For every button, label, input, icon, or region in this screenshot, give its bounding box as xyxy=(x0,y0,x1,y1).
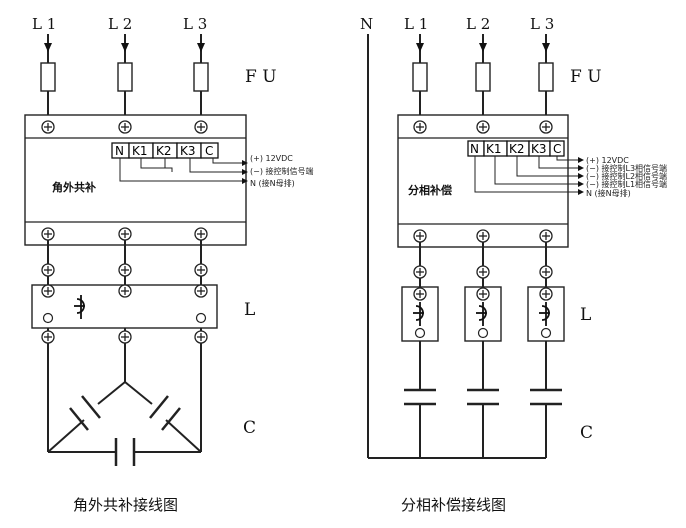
left-unit-screw-bot-3 xyxy=(194,227,208,241)
right-fuse-l2 xyxy=(475,62,491,92)
left-note-n-bus: N (接N母排) xyxy=(250,178,295,188)
left-note-12vdc: (+) 12VDC xyxy=(250,154,293,163)
left-l-screw-top-1 xyxy=(41,263,55,277)
left-l-screw-top-3 xyxy=(194,263,208,277)
left-unit-screw-bot-2 xyxy=(118,227,132,241)
right-phase-l2-label: L 2 xyxy=(466,15,490,33)
right-unit-box xyxy=(397,114,569,248)
left-l-label: L xyxy=(244,300,255,320)
right-phase-l1-label: L 1 xyxy=(404,15,428,33)
right-fu-label: F U xyxy=(570,67,602,87)
right-capacitors xyxy=(404,341,562,458)
right-arrow-l2-icon xyxy=(479,43,487,52)
left-fuse-l3 xyxy=(193,62,209,92)
left-phase-l2-label: L 2 xyxy=(108,15,132,33)
left-arrow-l2-icon xyxy=(121,43,129,52)
right-c-label: C xyxy=(580,423,593,443)
right-fuse-l3 xyxy=(538,62,554,92)
left-caption: 角外共补接线图 xyxy=(73,496,178,514)
right-n-label: N xyxy=(360,15,373,33)
right-note-l3: (−) 接控制L3相信号端 xyxy=(586,163,667,173)
right-caption: 分相补偿接线图 xyxy=(401,496,506,514)
left-phase-l3-label: L 3 xyxy=(183,15,207,33)
left-note-control: (−) 接控制信号端 xyxy=(250,166,314,176)
left-terminal-block: N K1 K2 K3 C xyxy=(111,142,219,159)
left-terminal-c: C xyxy=(205,144,213,158)
right-terminal-k1: K1 xyxy=(486,142,502,156)
left-fuse-l1 xyxy=(40,62,56,92)
right-note-12vdc: (+) 12VDC xyxy=(586,156,629,165)
right-fuse-l1 xyxy=(412,62,428,92)
right-terminal-c: C xyxy=(553,142,561,156)
right-terminal-k2: K2 xyxy=(509,142,525,156)
right-reactor-l3 xyxy=(527,286,565,342)
left-arrow-l3-icon xyxy=(197,43,205,52)
left-unit-name: 角外共补 xyxy=(52,180,96,194)
right-arrow-l3-icon xyxy=(542,43,550,52)
left-phase-l1-label: L 1 xyxy=(32,15,56,33)
left-delta-capacitors xyxy=(47,343,202,466)
left-unit-screw-top-1 xyxy=(41,120,55,134)
left-terminal-k3: K3 xyxy=(180,144,196,158)
right-diagram: N L 1 L 2 L 3 F U 分相补偿 xyxy=(360,15,667,514)
right-note-n-bus: N (接N母排) xyxy=(586,188,631,198)
right-note-l1: (−) 接控制L1相信号端 xyxy=(586,179,667,189)
left-diagram: L 1 L 2 L 3 F U 角外共补 N xyxy=(24,15,314,514)
right-terminal-block: N K1 K2 K3 C xyxy=(467,140,565,157)
left-arrow-l1-icon xyxy=(44,43,52,52)
left-unit-screw-bot-1 xyxy=(41,227,55,241)
right-note-l2: (−) 接控制L2相信号端 xyxy=(586,171,667,181)
left-unit-screw-top-2 xyxy=(118,120,132,134)
right-arrow-l1-icon xyxy=(416,43,424,52)
left-fuse-l2 xyxy=(117,62,133,92)
right-reactor-l1 xyxy=(401,286,439,342)
left-unit-box xyxy=(24,114,247,246)
left-unit-screw-top-3 xyxy=(194,120,208,134)
right-unit-name: 分相补偿 xyxy=(408,183,452,197)
left-l-screw-top-2 xyxy=(118,263,132,277)
left-terminal-k1: K1 xyxy=(132,144,148,158)
left-c-label: C xyxy=(243,418,256,438)
right-phase-l3-label: L 3 xyxy=(530,15,554,33)
left-fu-label: F U xyxy=(245,67,277,87)
right-reactor-l2 xyxy=(464,286,502,342)
left-terminal-n: N xyxy=(115,144,124,158)
right-terminal-n: N xyxy=(470,142,479,156)
left-terminal-k2: K2 xyxy=(156,144,172,158)
right-l-label: L xyxy=(580,305,591,325)
right-terminal-k3: K3 xyxy=(531,142,547,156)
